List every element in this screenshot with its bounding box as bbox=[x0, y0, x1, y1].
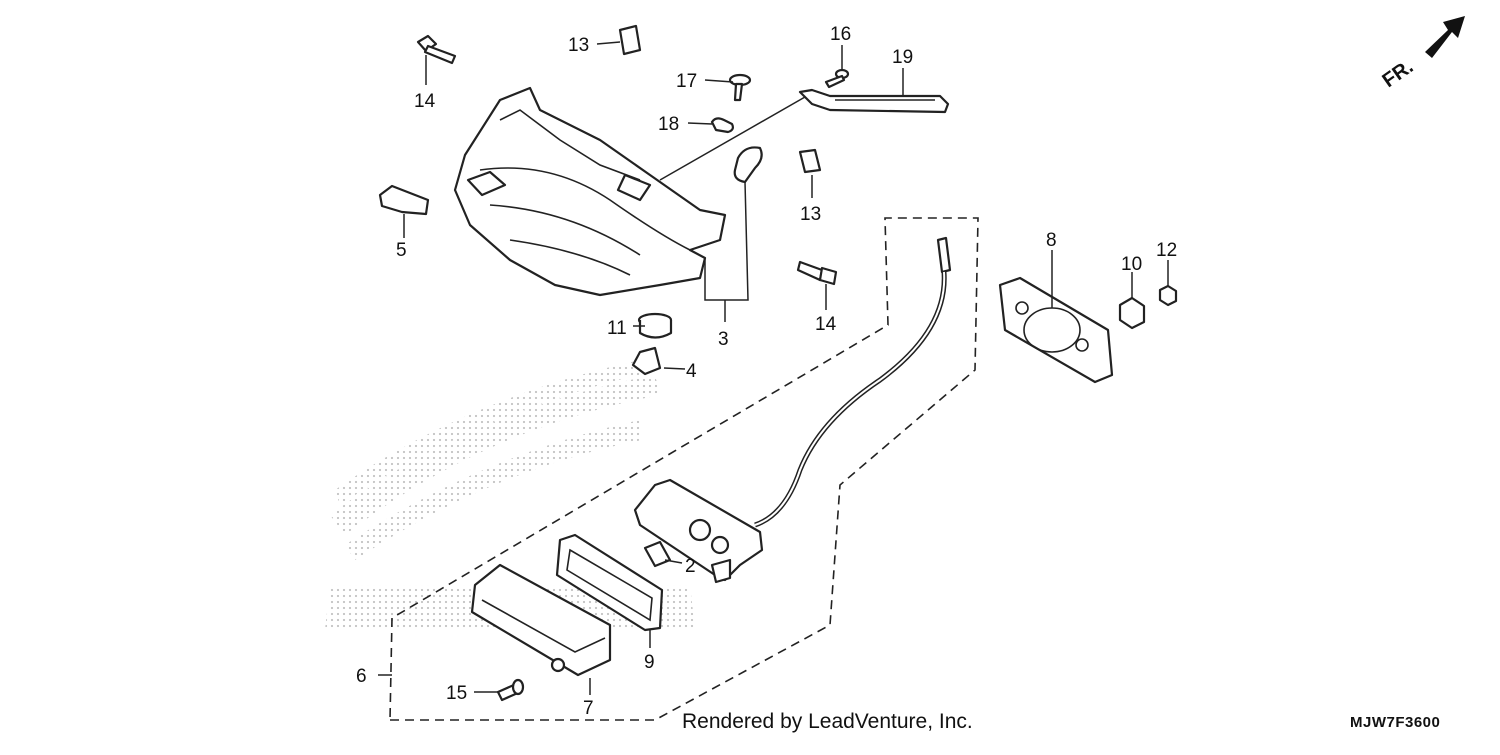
grommet-part-11 bbox=[637, 312, 673, 339]
callout-15: 15 bbox=[446, 683, 467, 704]
callout-6: 6 bbox=[356, 666, 367, 687]
screw-part-17 bbox=[728, 73, 752, 102]
lens-part-7 bbox=[470, 563, 612, 677]
render-credit: Rendered by LeadVenture, Inc. bbox=[682, 710, 973, 733]
license-light-wire bbox=[754, 236, 952, 528]
callout-4: 4 bbox=[686, 361, 697, 382]
callout-8: 8 bbox=[1046, 230, 1057, 251]
callout-9: 9 bbox=[644, 652, 655, 673]
bulb-part-2 bbox=[643, 540, 672, 568]
direction-label: FR. bbox=[1378, 56, 1417, 93]
nut-part-12 bbox=[1158, 284, 1178, 307]
callout-19: 19 bbox=[892, 47, 913, 68]
gasket-part-9 bbox=[555, 533, 664, 632]
license-light-base bbox=[633, 478, 764, 584]
front-direction-arrow: FR. bbox=[1378, 16, 1465, 92]
callout-14-lower: 14 bbox=[815, 314, 837, 335]
callout-labels: 13 17 18 16 19 14 5 13 14 11 4 3 8 10 12… bbox=[356, 24, 1177, 719]
callout-13-upper: 13 bbox=[568, 35, 589, 56]
bolt-part-14-upper bbox=[416, 34, 457, 65]
callout-16: 16 bbox=[830, 24, 851, 45]
clip-part-13-lower bbox=[798, 148, 822, 174]
bolt-part-14-lower bbox=[796, 260, 838, 286]
callout-7: 7 bbox=[583, 698, 594, 719]
callout-17: 17 bbox=[676, 71, 697, 92]
gasket-part-8 bbox=[998, 276, 1114, 384]
callout-11: 11 bbox=[607, 318, 627, 339]
pad-part-5 bbox=[378, 184, 430, 216]
callout-12: 12 bbox=[1156, 240, 1177, 261]
assembly-6-boundary bbox=[389, 217, 979, 721]
callout-14-upper: 14 bbox=[414, 91, 436, 112]
callout-13-lower: 13 bbox=[800, 204, 821, 225]
bracket-part-19 bbox=[798, 88, 950, 114]
screw-part-16 bbox=[824, 68, 850, 89]
collar-part-10 bbox=[1118, 296, 1146, 330]
callout-3: 3 bbox=[718, 329, 729, 350]
bulb-part-4 bbox=[631, 346, 662, 376]
leader-lines bbox=[378, 41, 1169, 695]
clip-part-13-upper bbox=[618, 24, 642, 56]
taillight-housing bbox=[453, 86, 727, 297]
callout-5: 5 bbox=[396, 240, 407, 261]
diagram-code: MJW7F3600 bbox=[1350, 714, 1441, 731]
socket-part-3 bbox=[733, 146, 763, 184]
callout-2: 2 bbox=[685, 556, 696, 577]
callout-18: 18 bbox=[658, 114, 679, 135]
callout-10: 10 bbox=[1121, 254, 1142, 275]
screw-part-15 bbox=[496, 678, 525, 702]
bulb-part-18 bbox=[710, 117, 734, 134]
